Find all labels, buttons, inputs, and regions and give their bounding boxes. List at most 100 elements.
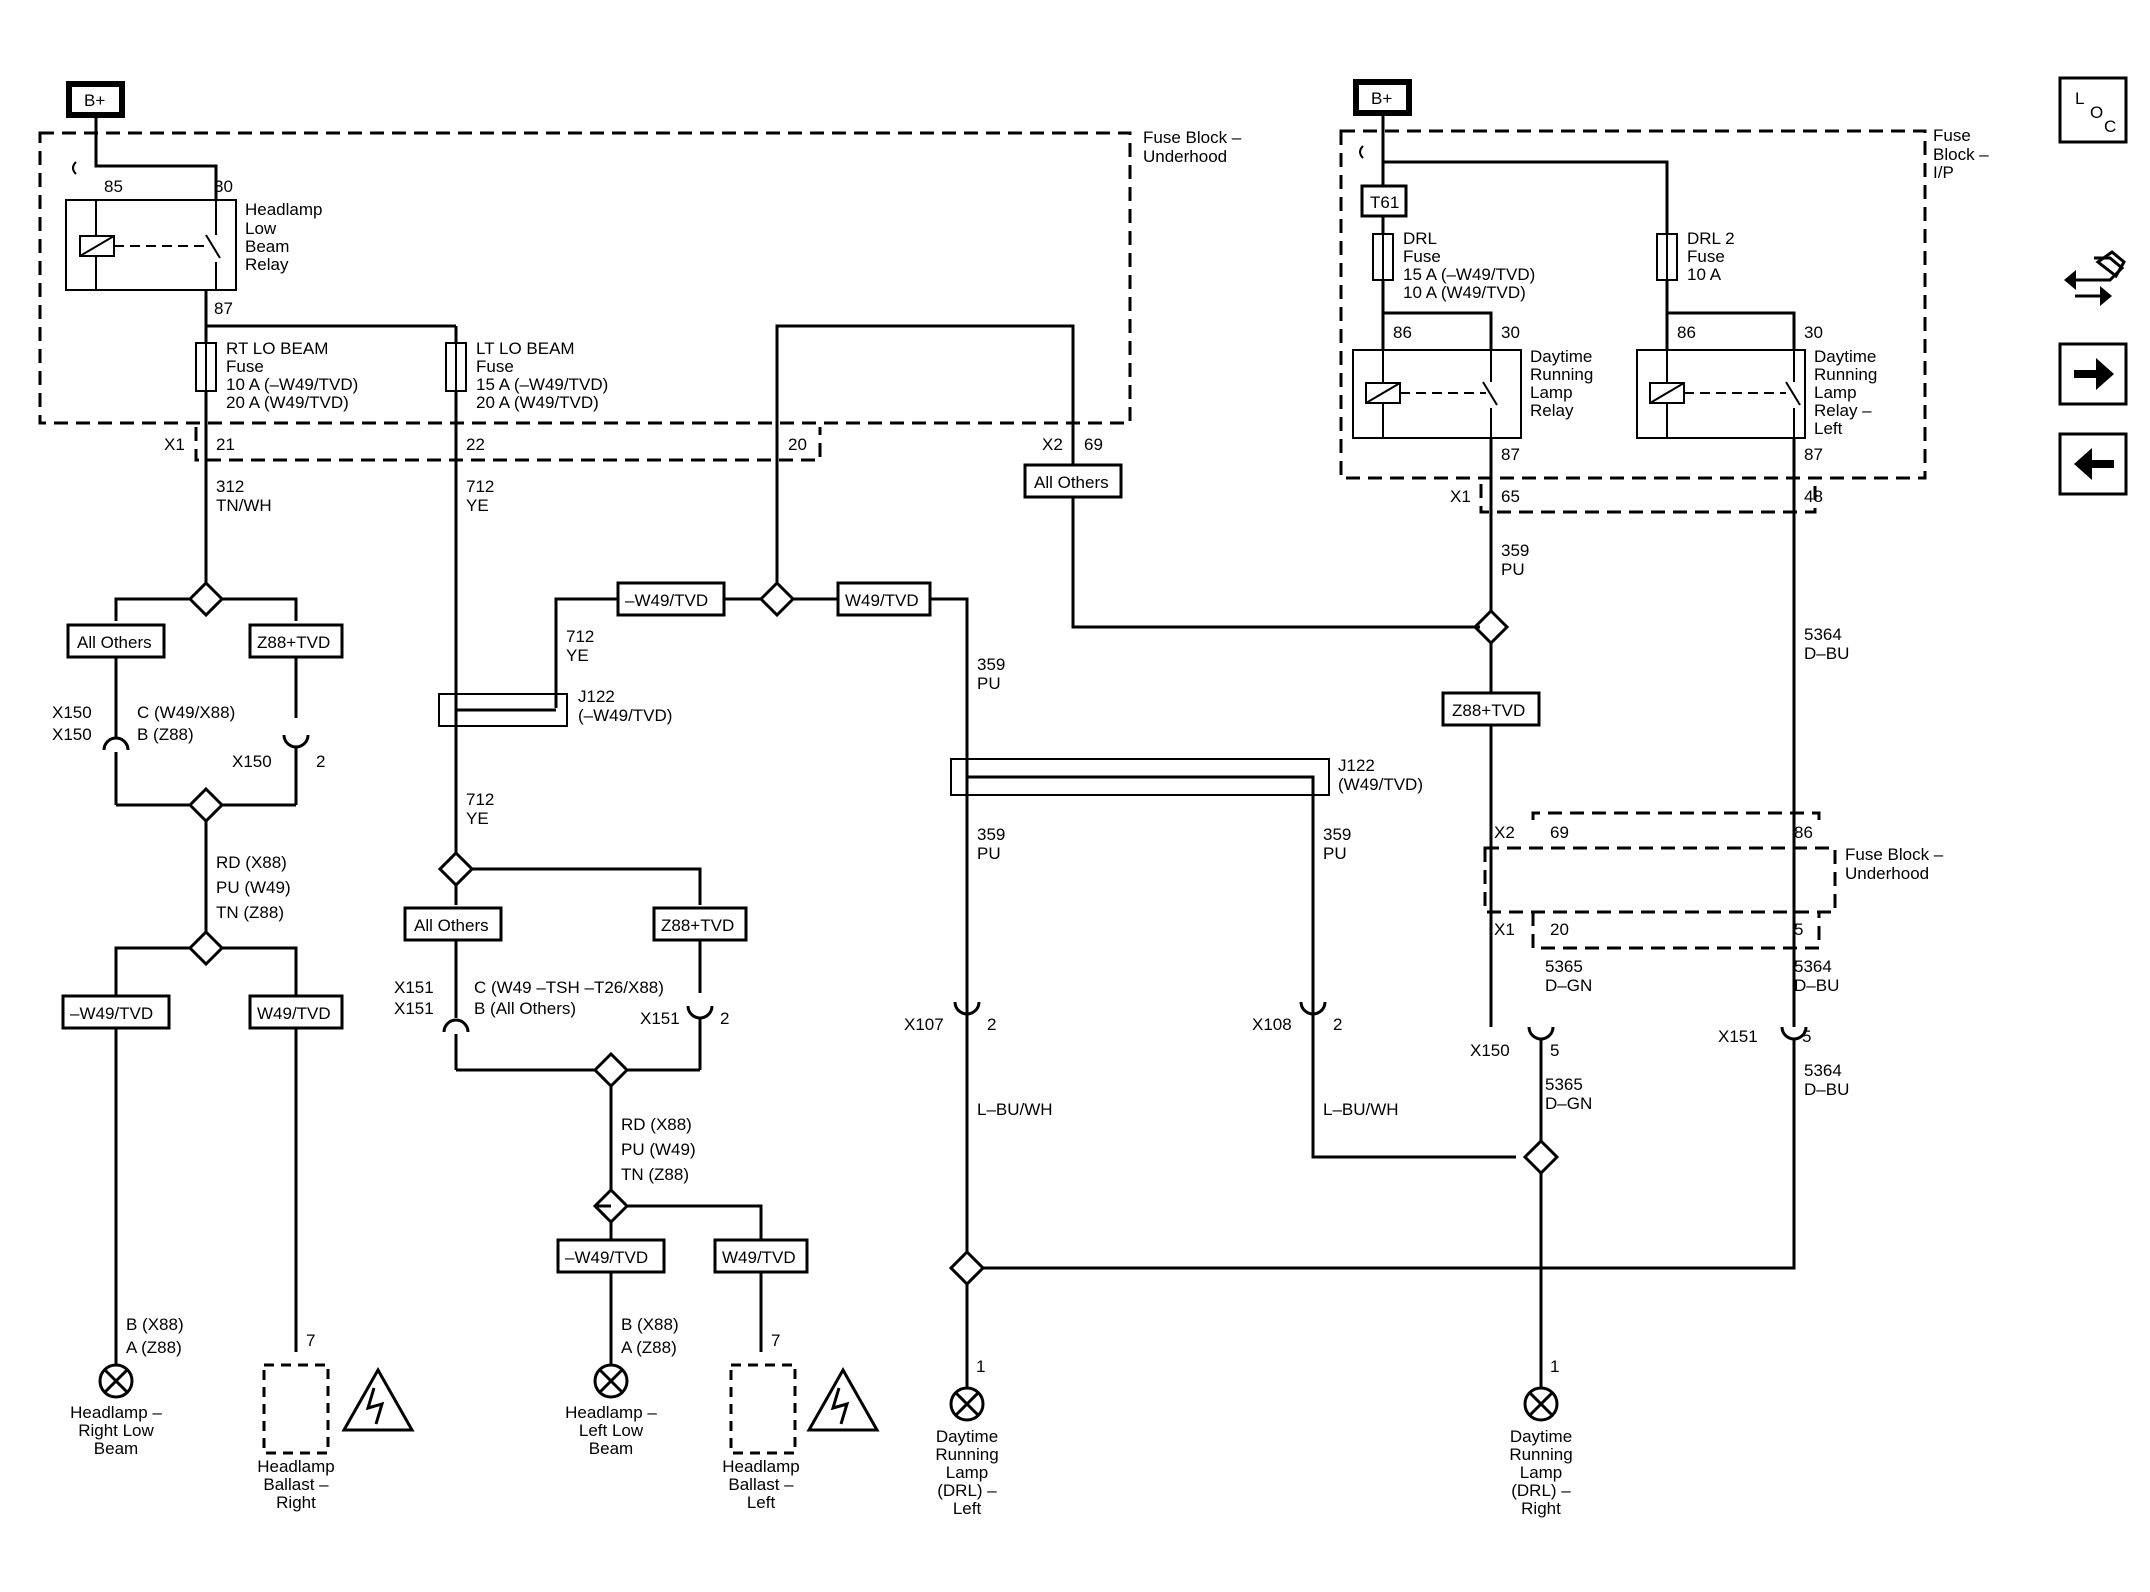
splice-diamond [948,1249,986,1287]
opt-neg-w49-mid: –W49/TVD [616,581,726,617]
svg-text:All Others: All Others [77,633,152,652]
fuse-block-underhood-label: Fuse Block – Underhood [1143,128,1242,166]
svg-text:TN (Z88): TN (Z88) [216,903,284,922]
x2-connector-strip [1531,811,1821,820]
svg-text:D–GN: D–GN [1545,1094,1592,1113]
svg-text:Ballast –: Ballast – [728,1475,794,1494]
svg-text:PU (W49): PU (W49) [216,878,291,897]
feed-break-left [72,161,77,175]
svg-text:Right Low: Right Low [78,1421,154,1440]
svg-text:J122: J122 [578,687,615,706]
svg-text:87: 87 [1501,445,1520,464]
svg-text:X150: X150 [52,703,92,722]
arrow-left-icon [2074,448,2092,480]
svg-text:7: 7 [771,1331,780,1350]
svg-text:Beam: Beam [589,1439,633,1458]
svg-text:10 A: 10 A [1687,265,1722,284]
svg-text:5364: 5364 [1794,957,1832,976]
svg-text:359: 359 [1323,825,1351,844]
prev-page-button[interactable] [2058,432,2128,496]
svg-text:Daytime: Daytime [1814,347,1876,366]
svg-text:Low: Low [245,219,277,238]
svg-text:B (All Others): B (All Others) [474,999,576,1018]
svg-text:W49/TVD: W49/TVD [722,1248,796,1267]
arrow-right-icon [2096,358,2114,390]
svg-text:PU: PU [1323,844,1347,863]
svg-text:–W49/TVD: –W49/TVD [70,1004,153,1023]
svg-text:X151: X151 [640,1009,680,1028]
left-lamp-label: Headlamp – Left Low Beam [565,1403,657,1458]
svg-text:Beam: Beam [94,1439,138,1458]
wire-359-label-d: 359 PU [1501,541,1529,579]
svg-text:5364: 5364 [1804,625,1842,644]
svg-text:B (Z88): B (Z88) [137,725,194,744]
svg-text:65: 65 [1501,487,1520,506]
svg-text:69: 69 [1084,435,1103,454]
svg-text:712: 712 [566,627,594,646]
svg-text:Running: Running [935,1445,998,1464]
svg-text:LT LO BEAM: LT LO BEAM [476,339,575,358]
svg-text:5364: 5364 [1804,1061,1842,1080]
x1-connector-strip [194,427,822,462]
svg-text:10 A (–W49/TVD): 10 A (–W49/TVD) [226,375,358,394]
svg-text:X2: X2 [1494,823,1515,842]
drl-relay: 86 30 87 Daytime Running Lamp Relay [1352,323,1593,464]
svg-text:10 A (W49/TVD): 10 A (W49/TVD) [1403,283,1526,302]
rt-lo-beam-fuse: RT LO BEAM Fuse 10 A (–W49/TVD) 20 A (W4… [195,339,358,412]
fuse-block-underhood-2-label: Fuse Block – Underhood [1845,845,1944,883]
svg-text:PU: PU [1501,560,1525,579]
svg-text:YE: YE [466,809,489,828]
svg-text:–W49/TVD: –W49/TVD [625,591,708,610]
svg-text:Block –: Block – [1933,145,1989,164]
high-voltage-warning-icon [341,1366,415,1432]
svg-text:Fuse: Fuse [1403,247,1441,266]
svg-text:A (Z88): A (Z88) [621,1338,677,1357]
right-lamp-label: Headlamp – Right Low Beam [70,1403,162,1458]
svg-text:Fuse Block –: Fuse Block – [1845,845,1944,864]
svg-text:Underhood: Underhood [1143,147,1227,166]
underhood-connector-labels: X2 69 86 X1 20 5 [1494,823,1813,939]
svg-text:Left: Left [747,1493,776,1512]
fuse-block-ip-label: Fuse Block – I/P [1933,126,1989,182]
svg-text:359: 359 [977,825,1005,844]
splice-diamond [1522,1138,1560,1176]
svg-text:X150: X150 [52,725,92,744]
wire-5364-label-c: 5364 D–BU [1804,1061,1849,1099]
drl-right-lamp-label: Daytime Running Lamp (DRL) – Right [1509,1427,1572,1518]
drl-right-pin: 1 [1550,1357,1559,1376]
drl-fuse: DRL Fuse 15 A (–W49/TVD) 10 A (W49/TVD) [1372,229,1535,302]
svg-text:PU: PU [977,844,1001,863]
svg-text:15 A (–W49/TVD): 15 A (–W49/TVD) [476,375,608,394]
svg-text:7: 7 [306,1331,315,1350]
svg-text:85: 85 [104,177,123,196]
wire-712-label-c: 712 YE [466,790,494,828]
svg-text:PU (W49): PU (W49) [621,1140,696,1159]
opt-all-others-left: All Others [66,623,166,659]
wire-712-label-b: 712 YE [566,627,594,665]
svg-text:359: 359 [1501,541,1529,560]
next-page-button[interactable] [2058,342,2128,406]
right-connector-labels: X1 65 48 [1450,487,1823,506]
opt-all-others-mid: All Others [403,906,503,942]
svg-text:Headlamp: Headlamp [245,200,323,219]
t61-connector: T61 [1360,184,1408,218]
opt-w49-mid: W49/TVD [836,581,932,617]
svg-text:YE: YE [466,496,489,515]
svg-text:X1: X1 [164,435,185,454]
svg-text:87: 87 [1804,445,1823,464]
opt-w49-right: W49/TVD [248,994,344,1030]
svg-text:X1: X1 [1494,920,1515,939]
svg-text:22: 22 [466,435,485,454]
svg-text:Z88+TVD: Z88+TVD [661,916,734,935]
svg-text:359: 359 [977,655,1005,674]
svg-text:L: L [2075,89,2084,108]
loc-button[interactable]: L O C [2058,76,2128,144]
connector-view-icon[interactable] [2064,250,2126,306]
svg-text:2: 2 [720,1009,729,1028]
bplus-left-label: B+ [84,91,105,110]
wire-359-label-c: 359 PU [1323,825,1351,863]
svg-text:Running: Running [1509,1445,1572,1464]
x150-left-labels: X150 X150 C (W49/X88) B (Z88) X150 2 [52,703,325,771]
left-circuit-colors: RD (X88) PU (W49) TN (Z88) [621,1115,696,1184]
top-connector-labels: X1 21 22 20 X2 69 [164,435,1103,454]
